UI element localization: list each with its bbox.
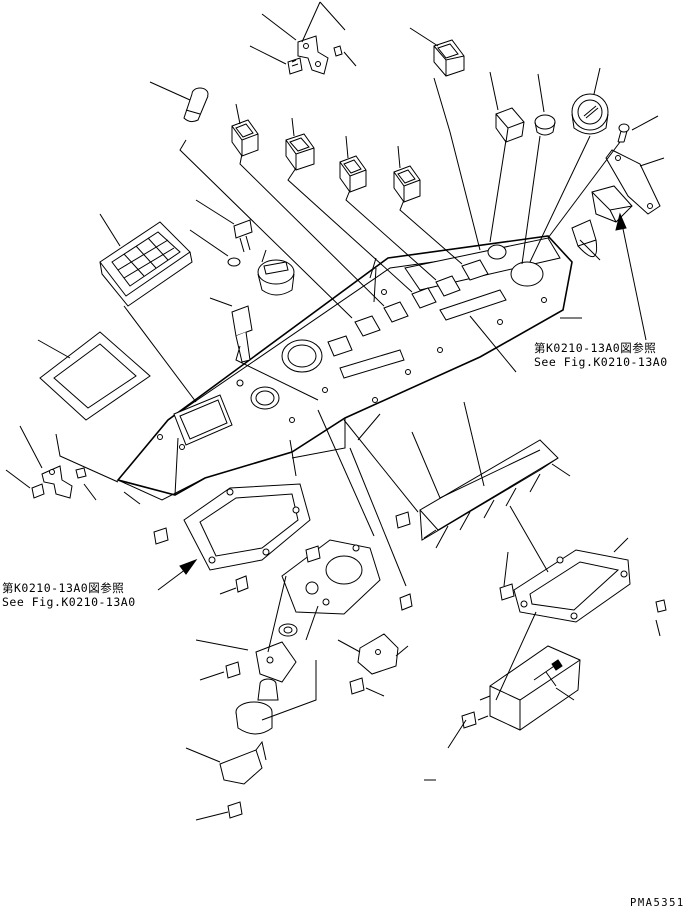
- bolt: [227, 801, 243, 819]
- lamp-cap: [534, 114, 556, 136]
- washer: [227, 257, 241, 267]
- reference-jp: 第K0210-13A0図参照: [2, 581, 125, 595]
- clip: [75, 467, 87, 479]
- dashboard-panel: [116, 235, 573, 501]
- reference-jp: 第K0210-13A0図参照: [534, 341, 657, 355]
- rocker-switch: [393, 165, 421, 203]
- screw: [617, 123, 630, 143]
- relay-box: [591, 185, 633, 223]
- sheet-code: PMA5351: [630, 897, 685, 909]
- clip: [655, 599, 667, 613]
- reference-en: See Fig.K0210-13A0: [534, 355, 668, 369]
- speaker-grille: [99, 221, 193, 307]
- bolt: [31, 483, 45, 499]
- bolt: [499, 583, 515, 601]
- rotary-switch: [235, 678, 279, 735]
- window-frame: [39, 331, 151, 421]
- reference-en: See Fig.K0210-13A0: [2, 595, 136, 609]
- bolt: [233, 219, 253, 253]
- wire-harness-clamp: [571, 219, 598, 257]
- grommet: [278, 623, 298, 637]
- clip: [235, 575, 249, 593]
- cover-plate: [513, 549, 631, 623]
- key-switch: [257, 259, 295, 296]
- bolt: [225, 661, 241, 679]
- wiring-plate: [419, 439, 559, 549]
- bolt: [349, 677, 365, 695]
- angle-bracket: [357, 633, 399, 675]
- reference-arrow-right: [615, 212, 647, 341]
- right-bracket: [605, 149, 661, 215]
- blank-cap: [495, 107, 525, 143]
- reference-arrow-left: [157, 558, 198, 591]
- bolt: [461, 711, 477, 729]
- bracket-foot: [219, 740, 267, 785]
- rocker-switch: [339, 155, 367, 193]
- gauge-bracket: [281, 539, 381, 615]
- bolt: [287, 57, 303, 75]
- figure-reference-right: 第K0210-13A0図参照 See Fig.K0210-13A0: [534, 341, 668, 369]
- rocker-switch: [285, 133, 315, 171]
- mount-bracket: [297, 35, 329, 75]
- mounting-plate: [183, 483, 311, 571]
- rocker-switch: [433, 39, 465, 77]
- figure-reference-left: 第K0210-13A0図参照 See Fig.K0210-13A0: [2, 581, 136, 609]
- clip: [399, 593, 413, 611]
- round-gauge: [571, 93, 609, 135]
- leader-lines: [5, 1, 665, 821]
- bolt: [153, 527, 169, 545]
- switch-bracket: [255, 641, 297, 683]
- small-bracket: [41, 465, 73, 499]
- controller-unit: [477, 645, 581, 731]
- clip: [333, 45, 343, 57]
- bolt: [395, 511, 411, 529]
- key: [231, 305, 253, 363]
- rocker-switch: [231, 119, 259, 157]
- cigarette-lighter: [183, 87, 209, 123]
- bolt: [305, 545, 321, 563]
